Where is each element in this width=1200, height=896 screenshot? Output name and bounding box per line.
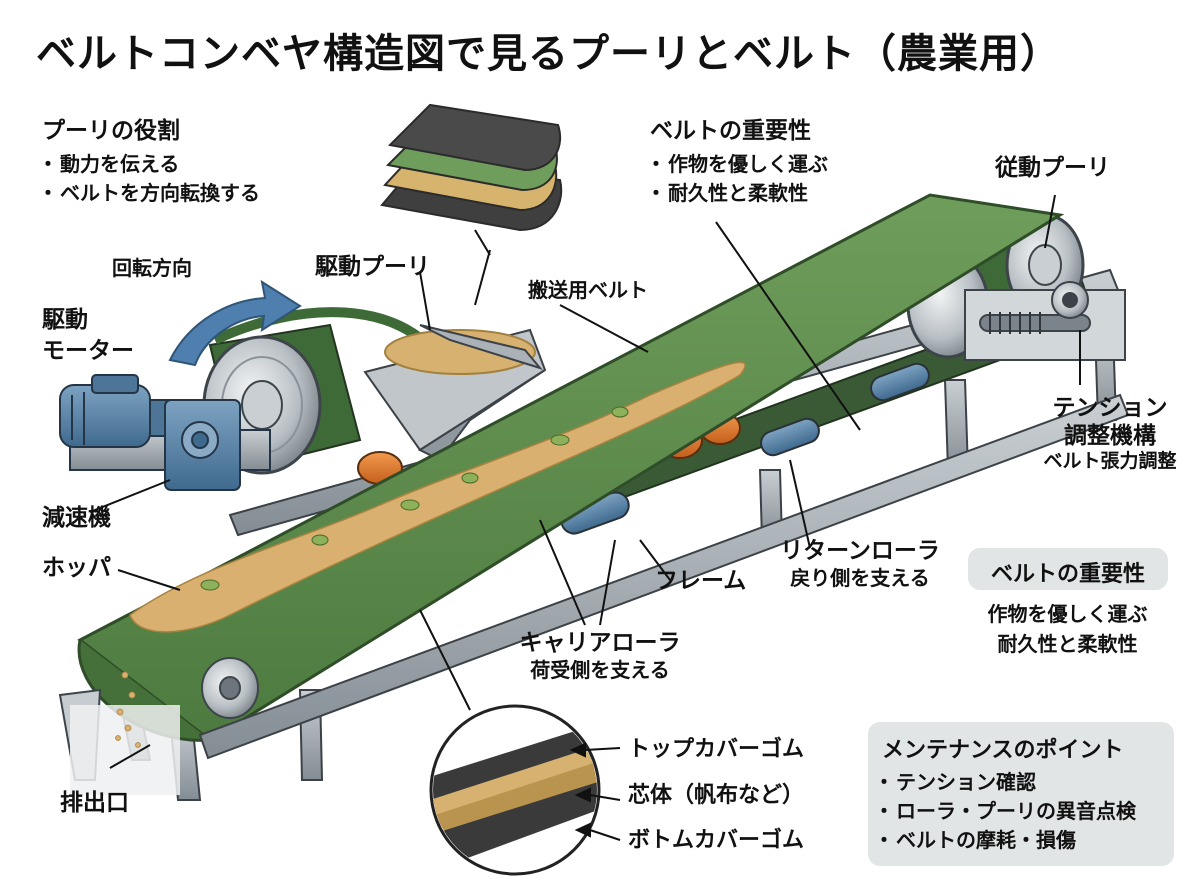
conveyor-belt-label: 搬送用ベルト (528, 278, 648, 302)
carrier-roller-sub: 荷受側を支える (530, 657, 670, 682)
rotation-direction-label: 回転方向 (112, 256, 192, 280)
reducer-drawing (164, 399, 241, 491)
tail-pulley-drawing (58, 657, 259, 795)
layer-top-cover-label: トップカバーゴム (628, 737, 805, 762)
hopper-label: ホッパ (42, 555, 111, 581)
drive-motor-label: 駆動 モーター (42, 305, 134, 367)
drive-pulley-label: 駆動プーリ (315, 254, 430, 280)
pulley-role-item: ベルトを方向転換する (38, 179, 260, 208)
pulley-role-heading: プーリの役割 (42, 118, 180, 144)
reducer-label: 減速機 (42, 505, 111, 531)
belt-importance-box-heading: ベルトの重要性 (990, 562, 1145, 587)
drive-motor-label-line: モーター (42, 338, 134, 365)
tension-sub-label: ベルト張力調整 (1043, 450, 1177, 473)
belt-importance-box-item: 耐久性と柔軟性 (997, 632, 1138, 656)
maintenance-item: ベルトの摩耗・損傷 (874, 826, 1174, 855)
carrier-roller-label: キャリアローラ 荷受側を支える (490, 630, 710, 682)
carrier-roller-title: キャリアローラ (519, 630, 681, 656)
return-roller-sub: 戻り側を支える (790, 565, 930, 590)
belt-importance-box-item: 作物を優しく運ぶ (987, 602, 1148, 626)
belt-importance-top-panel: ベルトの重要性 作物を優しく運ぶ 耐久性と柔軟性 (646, 118, 828, 208)
belt-importance-top-item: 耐久性と柔軟性 (646, 179, 828, 208)
cross-section-lens (429, 704, 601, 876)
maintenance-heading: メンテナンスのポイント (882, 738, 1124, 763)
rotation-arrow (168, 279, 302, 367)
pulley-role-item: 動力を伝える (38, 150, 260, 179)
leader-lines (89, 194, 1081, 769)
belt-importance-top-heading: ベルトの重要性 (650, 118, 811, 144)
page-title: ベルトコンベヤ構造図で見るプーリとベルト（農業用） (36, 31, 1061, 77)
return-roller-title: リターンローラ (780, 538, 940, 564)
tension-label-line: テンション (1052, 395, 1168, 421)
belt-sample-drawing (380, 103, 563, 232)
grain-on-belt (129, 361, 746, 633)
pulley-role-panel: プーリの役割 動力を伝える ベルトを方向転換する (38, 118, 260, 208)
frame-rail-front (198, 393, 1130, 760)
return-roller-label: リターンローラ 戻り側を支える (760, 538, 960, 590)
layer-bottom-cover-label: ボトムカバーゴム (628, 828, 805, 853)
driven-pulley-label: 従動プーリ (995, 155, 1110, 181)
discharge-label: 排出口 (60, 790, 129, 816)
layer-arrows (569, 742, 621, 841)
hopper-drawing (363, 324, 547, 462)
tension-label-line: 調整機構 (1064, 422, 1156, 449)
tension-label: テンション 調整機構 ベルト張力調整 (1035, 395, 1185, 473)
belt-importance-box-items: 作物を優しく運ぶ 耐久性と柔軟性 (955, 602, 1180, 656)
maintenance-item: ローラ・プーリの異音点検 (874, 797, 1174, 826)
layer-core-label: 芯体（帆布など） (628, 783, 805, 808)
belt-importance-top-item: 作物を優しく運ぶ (646, 150, 828, 179)
falling-grain (115, 671, 141, 748)
maintenance-panel: メンテナンスのポイント テンション確認 ローラ・プーリの異音点検 ベルトの摩耗・… (868, 722, 1174, 866)
drive-motor-label-line: 駆動 (42, 307, 88, 333)
maintenance-item: テンション確認 (874, 768, 1174, 797)
frame-label: フレーム (655, 568, 747, 594)
belt-importance-box-header: ベルトの重要性 (968, 548, 1168, 590)
tension-mechanism-drawing (964, 281, 1126, 361)
